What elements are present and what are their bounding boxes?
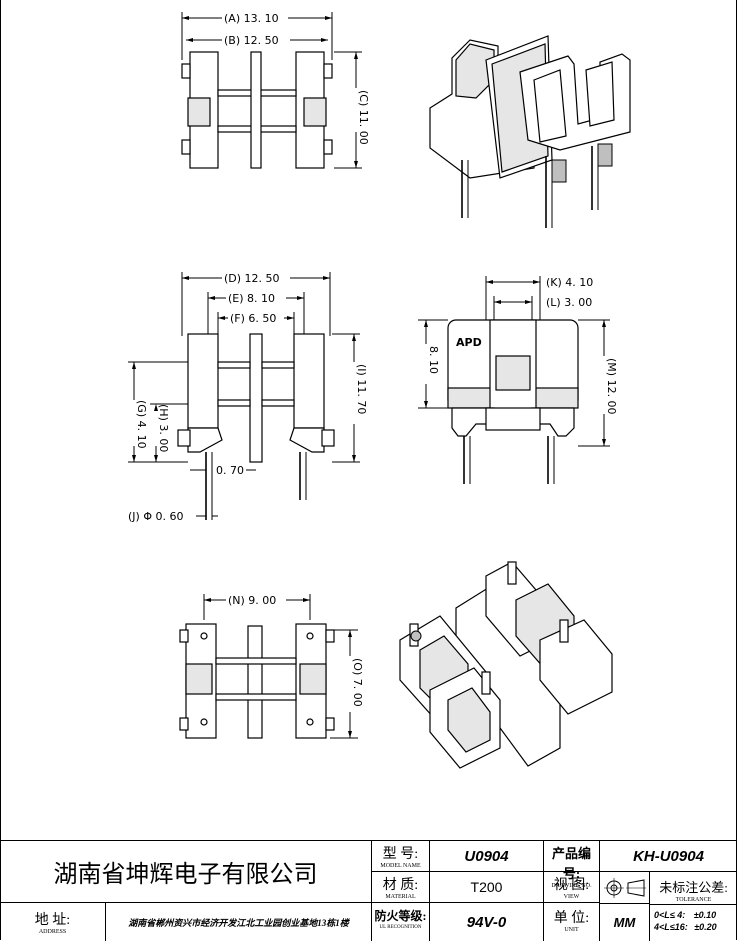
tolerance-range-2: 4<L≤16: bbox=[654, 922, 688, 932]
address-label: 地 址: bbox=[34, 913, 71, 928]
unit-label: 单 位: bbox=[553, 911, 590, 926]
company-name: 湖南省坤辉电子有限公司 bbox=[53, 862, 318, 888]
view-sub: VIEW bbox=[563, 894, 580, 900]
view-label-cell: 视 图: VIEW bbox=[544, 872, 600, 903]
company-cell: 湖南省坤辉电子有限公司 bbox=[0, 841, 372, 903]
bottom-view: (N) 9. 00 (O) 7. 00 bbox=[179, 594, 364, 739]
dim-k-label: (K) 4. 10 bbox=[546, 276, 593, 289]
model-label-cell: 型 号: MODEL NAME bbox=[372, 841, 430, 872]
dim-n-label: (N) 9. 00 bbox=[228, 594, 276, 607]
dim-m-label: (M) 12. 00 bbox=[605, 358, 618, 415]
dim-j-label: (J) Φ 0. 60 bbox=[128, 510, 183, 523]
iso-view-top bbox=[429, 35, 631, 228]
view-label: 视 图: bbox=[553, 878, 590, 893]
unit-sub: UNIT bbox=[564, 927, 579, 933]
unit-value-cell: MM bbox=[600, 903, 650, 941]
drawing-label: 产品编号: bbox=[551, 846, 591, 881]
model-sub: MODEL NAME bbox=[380, 863, 421, 869]
dim-f-label: (F) 6. 50 bbox=[230, 312, 276, 325]
tolerance-value-2: ±0.20 bbox=[694, 922, 717, 932]
dim-c-label: (C) 11. 00 bbox=[357, 90, 370, 145]
apd-mark: APD bbox=[456, 336, 482, 349]
material-value-cell: T200 bbox=[430, 872, 544, 903]
tolerance-sub: TOLERANCE bbox=[675, 897, 712, 903]
material-label: 材 质: bbox=[382, 878, 419, 893]
dim-o-label: (O) 7. 00 bbox=[351, 658, 364, 707]
dim-l-label: (L) 3. 00 bbox=[546, 296, 592, 309]
tolerance-row-2: 4<L≤16: ±0.20 bbox=[654, 921, 736, 933]
dim-pin-gap-label: 0. 70 bbox=[216, 464, 244, 477]
drawing-value-cell: KH-U0904 bbox=[600, 841, 737, 872]
material-sub: MATERIAL bbox=[385, 894, 416, 900]
dim-g-label: (G) 4. 10 bbox=[135, 400, 148, 449]
tolerance-table: 0<L≤ 4: ±0.10 4<L≤16: ±0.20 bbox=[654, 909, 736, 933]
projection-symbol-icon bbox=[604, 878, 646, 898]
title-block: 湖南省坤辉电子有限公司 地 址: ADDRESS 湖南省郴州资兴市经济开发江北工… bbox=[0, 840, 737, 941]
end-view: (K) 4. 10 (L) 3. 00 8. 10 (M) 12. 00 APD bbox=[418, 276, 618, 484]
dim-d-label: (D) 12. 50 bbox=[224, 272, 280, 285]
tolerance-value-1: ±0.10 bbox=[693, 910, 717, 920]
iso-view-bottom bbox=[399, 561, 613, 769]
dim-a-label: (A) 13. 10 bbox=[224, 12, 279, 25]
dim-height-label: 8. 10 bbox=[427, 346, 440, 374]
tolerance-label-cell: 未标注公差: TOLERANCE bbox=[650, 872, 737, 905]
tolerance-row-1: 0<L≤ 4: ±0.10 bbox=[654, 909, 736, 921]
model-label: 型 号: bbox=[382, 847, 419, 862]
tolerance-label: 未标注公差: bbox=[659, 880, 728, 895]
address-cell: 湖南省郴州资兴市经济开发江北工业园创业基地13栋1楼 bbox=[106, 903, 372, 941]
material-value: T200 bbox=[470, 879, 503, 895]
fire-value: 94V-0 bbox=[466, 913, 507, 931]
front-view: (A) 13. 10 (B) 12. 50 (C) 11. 00 bbox=[181, 12, 370, 169]
tolerance-range-1: 0<L≤ 4: bbox=[654, 910, 686, 920]
drawing-sub: DRAWING NO. bbox=[551, 883, 592, 889]
address-sub: ADDRESS bbox=[38, 929, 67, 935]
dim-b-label: (B) 12. 50 bbox=[224, 34, 279, 47]
fire-value-cell: 94V-0 bbox=[430, 903, 544, 941]
fire-label: 防火等级: bbox=[374, 909, 427, 923]
model-value: U0904 bbox=[464, 847, 509, 865]
address-label-cell: 地 址: ADDRESS bbox=[0, 903, 106, 941]
dim-h-label: (H) 3. 00 bbox=[157, 404, 170, 452]
unit-value: MM bbox=[613, 915, 636, 930]
drawing-value: KH-U0904 bbox=[633, 847, 704, 865]
unit-label-cell: 单 位: UNIT bbox=[544, 903, 600, 941]
address-value: 湖南省郴州资兴市经济开发江北工业园创业基地13栋1楼 bbox=[128, 917, 349, 928]
dim-i-label: (I) 11. 70 bbox=[355, 364, 368, 414]
fire-sub: UL RECOGNITION bbox=[379, 925, 422, 930]
material-label-cell: 材 质: MATERIAL bbox=[372, 872, 430, 903]
drawing-label-cell: 产品编号: DRAWING NO. bbox=[544, 841, 600, 889]
dim-e-label: (E) 8. 10 bbox=[228, 292, 275, 305]
side-view: (D) 12. 50 (E) 8. 10 (F) 6. 50 (I) 11. 7… bbox=[128, 272, 368, 523]
model-value-cell: U0904 bbox=[430, 841, 544, 872]
fire-label-cell: 防火等级: UL RECOGNITION bbox=[372, 903, 430, 941]
